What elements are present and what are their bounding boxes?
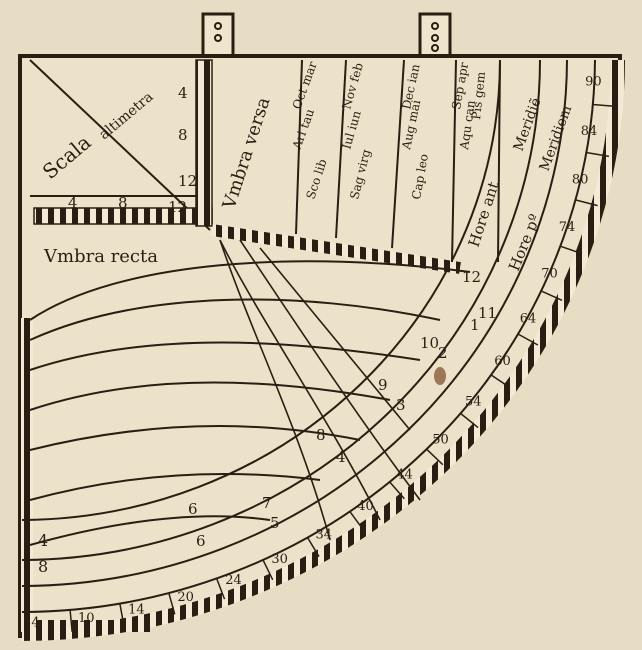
month-dividers (295, 59, 501, 263)
square-h-12: 12 (168, 198, 187, 216)
square-v-8: 8 (178, 126, 188, 144)
degree-tick (119, 603, 125, 626)
degree-label: 84 (581, 124, 598, 139)
hour-label: 3 (396, 396, 406, 414)
hour-curves (29, 260, 471, 546)
hour-label: 2 (438, 344, 448, 362)
degree-tick (215, 578, 226, 600)
square-scale: 4 8 12 4 8 12 (68, 84, 197, 216)
square-v-12: 12 (178, 172, 197, 190)
degree-label: 10 (78, 611, 95, 626)
degree-label: 64 (520, 311, 537, 326)
degree-tick (586, 151, 610, 158)
degree-tick (575, 199, 598, 207)
degree-label: 50 (432, 432, 449, 447)
umbra-recta-label: Vmbra recta (43, 246, 158, 267)
degree-tick (490, 374, 511, 389)
degree-ticks (19, 103, 616, 634)
degree-tick (426, 448, 444, 466)
degree-label: 34 (316, 527, 333, 542)
degree-label: 30 (271, 552, 288, 567)
degree-label: 24 (225, 573, 242, 588)
left-scale-8: 8 (38, 557, 48, 576)
declination-curves (219, 239, 421, 541)
degree-label: 54 (465, 395, 482, 410)
degree-tick (389, 481, 405, 500)
degree-tick (69, 609, 73, 632)
ink-stain (434, 367, 446, 385)
degree-tick (460, 412, 479, 429)
hour-label: 8 (316, 426, 326, 444)
shadow-square (29, 59, 461, 274)
sight-vane-right (418, 12, 452, 58)
degree-tick (540, 290, 563, 301)
hour-label: 4 (336, 448, 346, 466)
degree-label: 74 (559, 220, 576, 235)
left-scale: 4 8 (38, 531, 48, 576)
degree-label: 20 (177, 590, 194, 605)
hour-label: 5 (270, 514, 280, 532)
degree-tick (306, 537, 320, 557)
month-label: Pis gem (469, 70, 488, 120)
hour-label: 6 (196, 532, 206, 550)
hour-label: 10 (420, 334, 439, 352)
degree-tick (560, 245, 583, 255)
square-h-4: 4 (68, 194, 78, 212)
degree-label: 44 (396, 467, 413, 482)
degree-label: 70 (541, 267, 558, 282)
month-label: Aqu can (457, 99, 478, 151)
concentric-arcs (21, 59, 596, 613)
hour-label: 1 (470, 316, 480, 334)
outer-hatched-rim (21, 59, 625, 641)
degree-tick (262, 559, 274, 581)
degree-tick (168, 592, 176, 615)
degree-label: 14 (128, 603, 145, 618)
hour-label: 7 (262, 494, 272, 512)
degree-tick (349, 511, 364, 530)
hour-label: 11 (478, 304, 497, 322)
hour-label: 6 (188, 500, 198, 518)
degree-tick (517, 333, 539, 346)
left-scale-4: 4 (38, 531, 48, 550)
degree-label: 90 (585, 75, 602, 90)
square-h-8: 8 (118, 194, 128, 212)
hour-label: 9 (378, 376, 388, 394)
degree-label: 40 (357, 499, 374, 514)
degree-label: 80 (572, 173, 589, 188)
hour-label: 12 (462, 268, 481, 286)
sight-vanes (201, 12, 452, 58)
degree-tick (592, 103, 616, 108)
square-v-4: 4 (178, 84, 188, 102)
degree-label: 60 (494, 354, 511, 369)
degree-label: 4 (31, 615, 39, 630)
